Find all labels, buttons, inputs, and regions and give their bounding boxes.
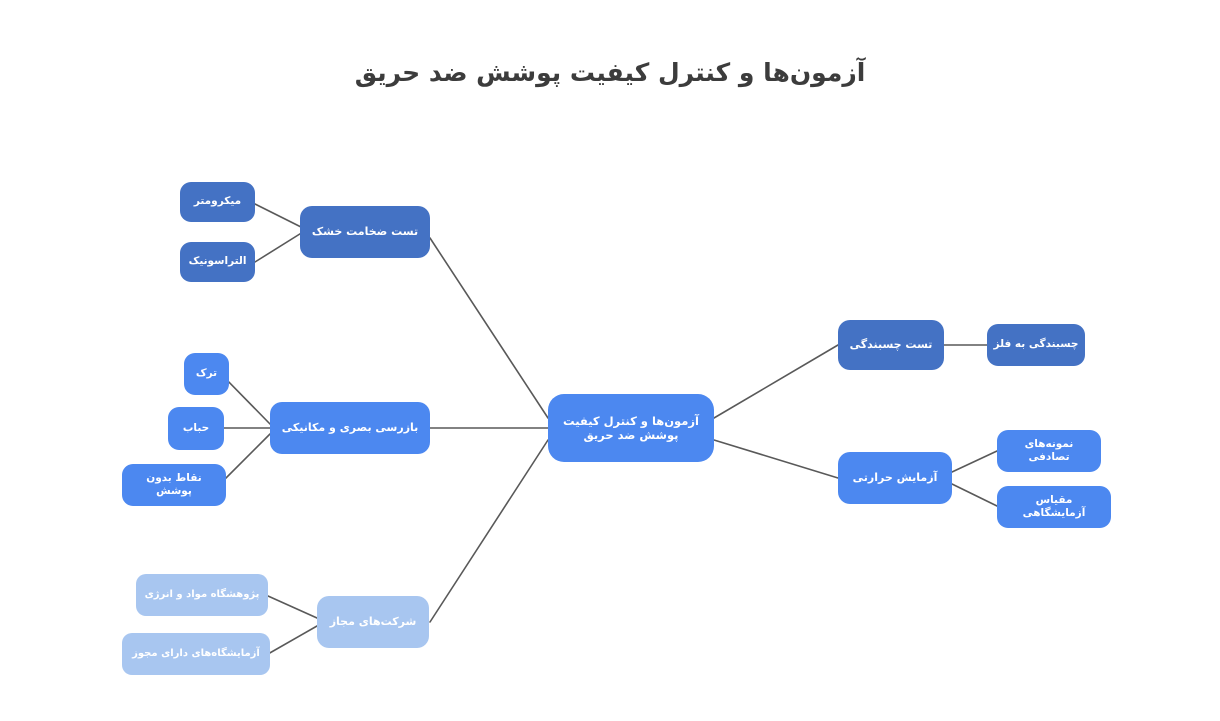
node-authorized-companies-label: شرکت‌های مجاز bbox=[329, 615, 417, 629]
node-laboratory-scale[interactable]: مقیاس آزمایشگاهی bbox=[997, 486, 1111, 528]
edge-dry-thickness-to-micrometer bbox=[254, 203, 304, 229]
node-dry-thickness-test-label: تست ضخامت خشک bbox=[311, 225, 419, 239]
node-adhesion-to-metal-label: چسبندگی به فلز bbox=[993, 338, 1079, 351]
node-ultrasonic[interactable]: التراسونیک bbox=[180, 242, 255, 282]
node-thermal-test-label: آزمایش حرارتی bbox=[852, 471, 938, 485]
node-materials-energy-research-institute[interactable]: پژوهشگاه مواد و انرژی bbox=[136, 574, 268, 616]
node-laboratory-scale-label: مقیاس آزمایشگاهی bbox=[1022, 493, 1086, 519]
node-thermal-test[interactable]: آزمایش حرارتی bbox=[838, 452, 952, 504]
edge-root-to-dry-thickness bbox=[429, 237, 549, 419]
edge-thermal-to-lab-scale bbox=[951, 483, 998, 507]
node-bubble[interactable]: حباب bbox=[168, 407, 224, 450]
node-materials-energy-research-institute-label: پژوهشگاه مواد و انرژی bbox=[144, 588, 260, 600]
node-licensed-laboratories-label: آزمایشگاه‌های دارای مجوز bbox=[132, 647, 260, 659]
edge-root-to-adhesion-test bbox=[713, 344, 839, 419]
node-micrometer-label: میکرومتر bbox=[193, 195, 242, 208]
edge-companies-to-labs bbox=[267, 625, 318, 655]
node-random-samples[interactable]: نمونه‌های تصادفی bbox=[997, 430, 1101, 472]
node-root-label-line2: پوشش ضد حریق bbox=[583, 428, 679, 442]
node-random-samples-label: نمونه‌های تصادفی bbox=[1024, 437, 1074, 463]
edge-visual-to-crack bbox=[221, 374, 271, 425]
node-visual-mechanical-inspection[interactable]: بازرسی بصری و مکانیکی bbox=[270, 402, 430, 454]
node-micrometer[interactable]: میکرومتر bbox=[180, 182, 255, 222]
node-crack[interactable]: ترک bbox=[184, 353, 229, 395]
edge-root-to-authorized-companies bbox=[429, 439, 549, 623]
edge-companies-to-research-institute bbox=[267, 595, 318, 619]
node-root[interactable]: آزمون‌ها و کنترل کیفیت پوشش ضد حریق bbox=[548, 394, 714, 462]
node-dry-thickness-test[interactable]: تست ضخامت خشک bbox=[300, 206, 430, 258]
page-title: آزمون‌ها و کنترل کیفیت پوشش ضد حریق bbox=[354, 58, 866, 87]
node-root-label-line1: آزمون‌ها و کنترل کیفیت bbox=[563, 413, 699, 428]
node-ultrasonic-label: التراسونیک bbox=[188, 255, 247, 268]
node-adhesion-test[interactable]: تست چسبندگی bbox=[838, 320, 944, 370]
node-adhesion-test-label: تست چسبندگی bbox=[849, 338, 933, 352]
node-uncoated-points[interactable]: نقاط بدون پوشش bbox=[122, 464, 226, 506]
node-crack-label: ترک bbox=[195, 367, 218, 380]
edge-dry-thickness-to-ultrasonic bbox=[254, 231, 304, 263]
edge-root-to-thermal-test bbox=[713, 439, 839, 479]
node-licensed-laboratories[interactable]: آزمایشگاه‌های دارای مجوز bbox=[122, 633, 270, 675]
node-uncoated-points-label: نقاط بدون پوشش bbox=[146, 471, 202, 497]
edge-thermal-to-random-samples bbox=[951, 450, 998, 473]
node-adhesion-to-metal[interactable]: چسبندگی به فلز bbox=[987, 324, 1085, 366]
node-bubble-label: حباب bbox=[182, 421, 210, 434]
node-visual-mechanical-inspection-label: بازرسی بصری و مکانیکی bbox=[281, 421, 419, 435]
edge-visual-to-uncoated bbox=[221, 433, 271, 483]
node-authorized-companies[interactable]: شرکت‌های مجاز bbox=[317, 596, 429, 648]
